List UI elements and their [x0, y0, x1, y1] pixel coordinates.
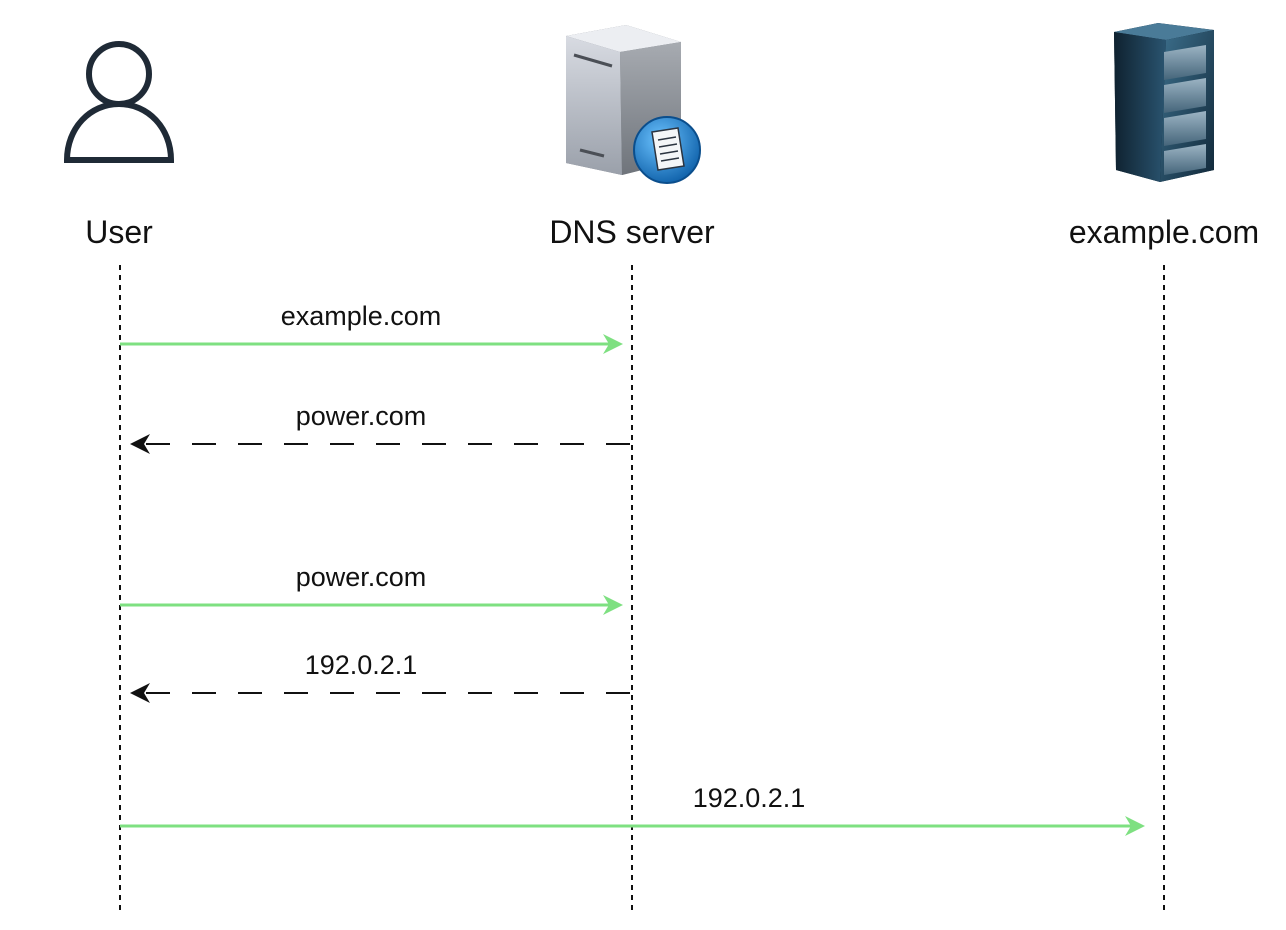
actor-label-dns-server: DNS server	[549, 214, 715, 250]
message-arrowhead-3	[603, 595, 623, 615]
actor-label-user: User	[85, 214, 153, 250]
message-arrowhead-4	[130, 683, 150, 703]
dns-server-icon	[566, 25, 701, 184]
message-label-5: 192.0.2.1	[693, 783, 806, 813]
message-label-3: power.com	[296, 562, 427, 592]
message-label-4: 192.0.2.1	[305, 650, 418, 680]
message-label-2: power.com	[296, 401, 427, 431]
server-rack-icon	[1114, 23, 1214, 182]
user-icon	[63, 41, 175, 163]
message-arrowhead-1	[603, 334, 623, 354]
message-arrowhead-5	[1125, 816, 1145, 836]
message-label-1: example.com	[281, 301, 442, 331]
actor-label-example-com: example.com	[1069, 214, 1259, 250]
message-arrowhead-2	[130, 434, 150, 454]
